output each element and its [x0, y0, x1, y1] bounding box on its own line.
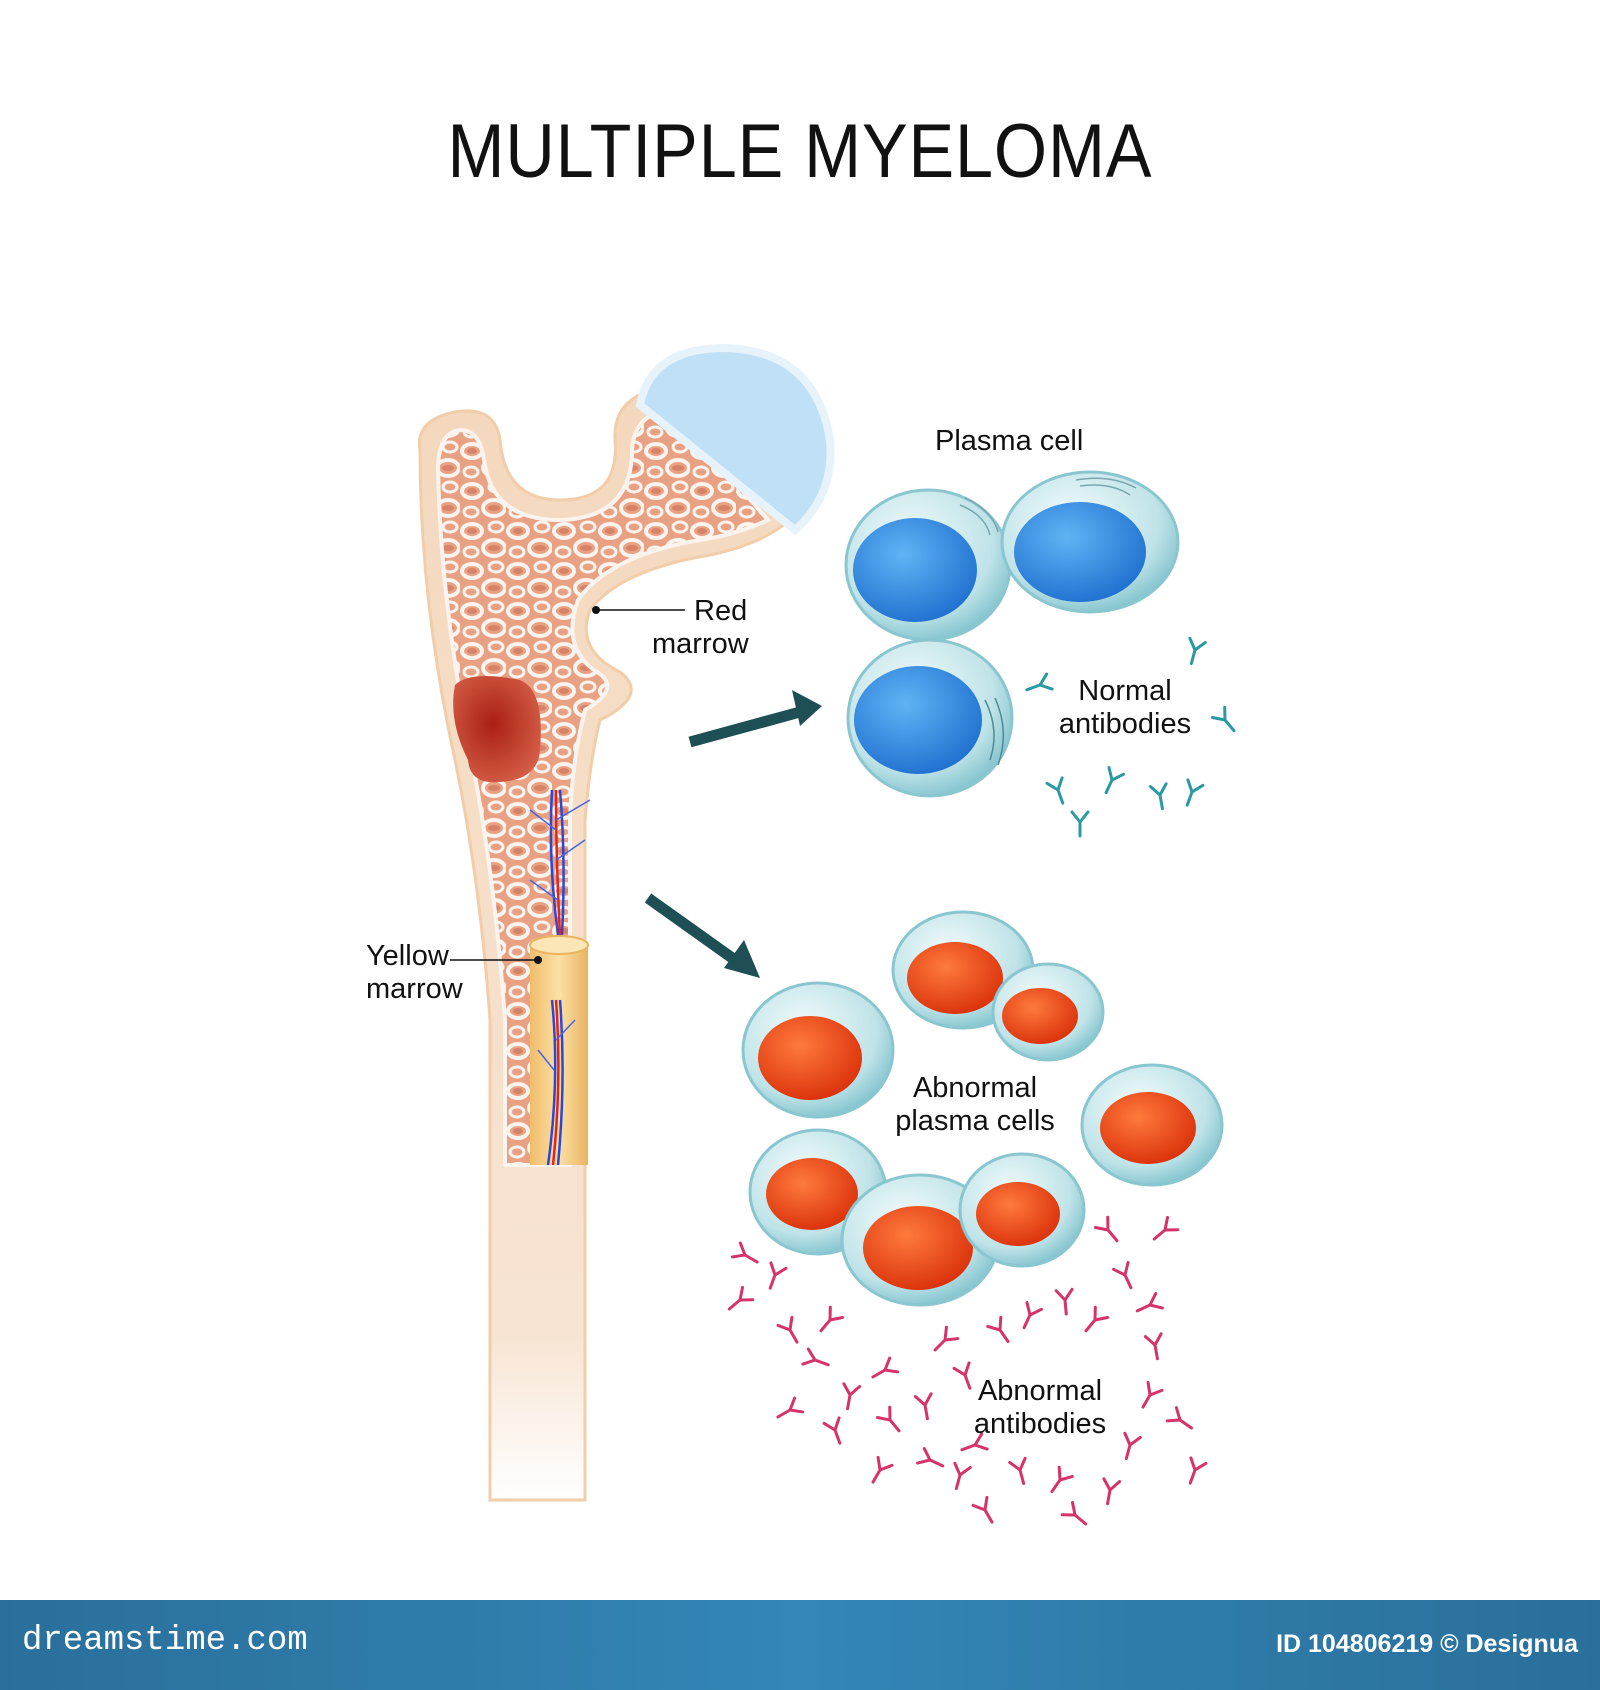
- image-credit: ID 104806219 © Designua: [1276, 1630, 1578, 1658]
- abnormal-antibodies-label: Abnormal antibodies: [973, 1375, 1107, 1440]
- page-title: MULTIPLE MYELOMA: [447, 109, 1153, 194]
- normal-plasma-cell: [1000, 470, 1180, 614]
- red-marrow-label: Red marrow: [652, 595, 749, 660]
- abnormal-plasma-cell: [991, 962, 1105, 1062]
- arrow-to-abnormal-cells: [644, 893, 760, 978]
- abnormal-plasma-cell: [741, 981, 895, 1119]
- plasma-cell-label: Plasma cell: [935, 425, 1084, 457]
- normal-plasma-cell: [846, 638, 1014, 798]
- tumor-lesion: [453, 676, 541, 783]
- normal-antibodies-label: Normal antibodies: [1058, 675, 1192, 740]
- normal-plasma-cell: [844, 488, 1012, 642]
- footer-bar: dreamstime.com ID 104806219 © Designua: [0, 1600, 1600, 1690]
- brand-logo[interactable]: dreamstime.com: [22, 1622, 308, 1660]
- myeloma-diagram: [417, 343, 1242, 1532]
- femur-bone: [417, 343, 835, 1502]
- arrow-to-normal-cells: [688, 690, 822, 748]
- yellow-marrow-label: Yellow marrow: [366, 940, 463, 1005]
- abnormal-plasma-cells-label: Abnormal plasma cells: [895, 1072, 1055, 1137]
- abnormal-plasma-cell: [958, 1152, 1086, 1268]
- abnormal-plasma-cell: [1080, 1063, 1224, 1187]
